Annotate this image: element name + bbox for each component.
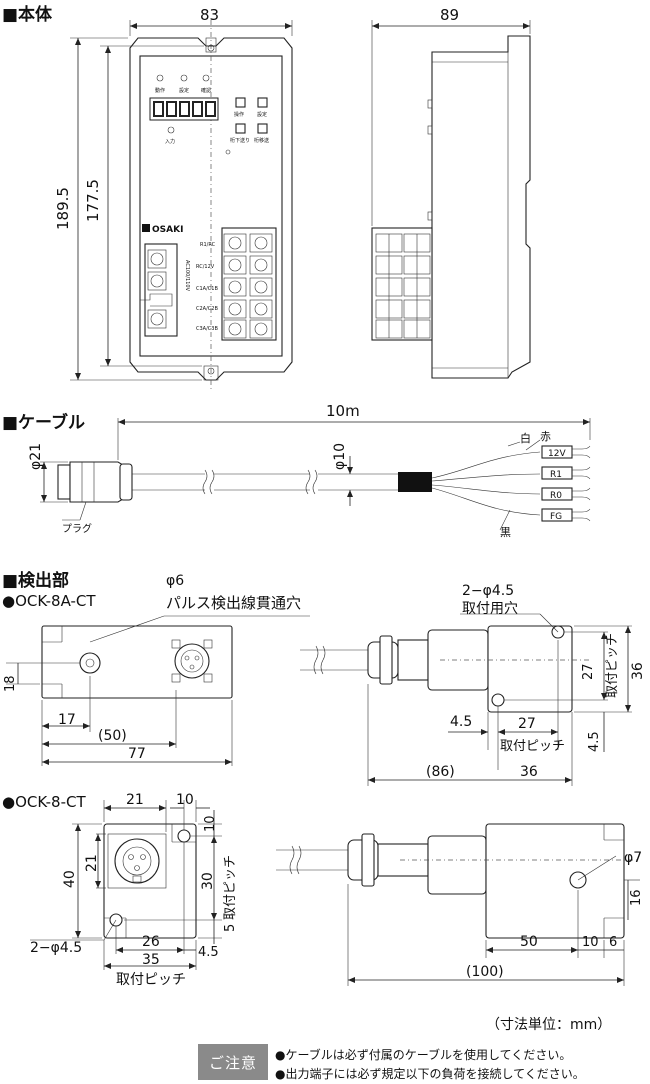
height-pitch-value: 177.5 bbox=[84, 179, 102, 222]
ock8-dim-10: 10 bbox=[176, 792, 194, 808]
ock8a-dim-18: 18 bbox=[3, 675, 18, 692]
front-buttons: 操作 設定 桁下送り 桁移送 bbox=[230, 97, 269, 144]
button-label-1: 操作 bbox=[234, 111, 244, 118]
ock8-side-dim-100: (100) bbox=[466, 964, 504, 980]
terminal-label-4: C2A/C2B bbox=[196, 306, 218, 312]
cable-diameter-value: φ10 bbox=[332, 443, 348, 470]
cable-drawing: 12V R1 R0 FG 白 赤 黒 10m φ21 φ10 プラグ bbox=[28, 402, 591, 539]
wire-terminals: 12V R1 R0 FG bbox=[541, 445, 591, 522]
wire-color-black: 黒 bbox=[500, 526, 511, 539]
plug-label: プラグ bbox=[62, 522, 92, 535]
ock8-side-dim-10: 10 bbox=[582, 935, 599, 950]
brand-logo-text: OSAKI bbox=[152, 225, 183, 235]
cable-boot bbox=[398, 472, 432, 492]
ock8-pitch-horiz: 取付ピッチ bbox=[116, 972, 186, 988]
ock-8-ct-side-view: φ7 16 50 10 6 (100) bbox=[276, 823, 644, 986]
button-label-2: 設定 bbox=[257, 111, 267, 118]
ock8-mount-hole: 2−φ4.5 bbox=[30, 940, 82, 956]
ock8-dim-26: 26 bbox=[142, 934, 160, 950]
ock8-dim-30: 30 bbox=[200, 872, 216, 890]
led-label-4: 入力 bbox=[165, 138, 175, 145]
cable-plug bbox=[69, 461, 129, 503]
height-total-value: 189.5 bbox=[54, 187, 72, 230]
cable-length-value: 10m bbox=[326, 402, 360, 420]
terminal-label-2: RC/12V bbox=[196, 264, 215, 270]
power-label: AC100/110V bbox=[184, 260, 190, 292]
left-terminal-block: AC100/110V bbox=[140, 243, 190, 337]
led-label-3: 確認 bbox=[201, 87, 211, 94]
model-ock-8-ct-label: ●OCK-8-CT bbox=[2, 793, 86, 811]
ock8-dim-21-vert: 21 bbox=[84, 854, 100, 872]
ock8-side-dim-50: 50 bbox=[520, 934, 538, 950]
hole-diameter-value: φ6 bbox=[166, 573, 184, 589]
hole-label: パルス検出線貫通穴 bbox=[166, 594, 301, 612]
ock8-dim-35: 35 bbox=[142, 952, 160, 968]
terminal-label-3: C1A/C1B bbox=[196, 286, 218, 292]
ock-8-ct-front-view: 21 10 10 30 取付ピッチ 5 40 21 2−φ4.5 bbox=[30, 792, 238, 988]
wire-label-fg: FG bbox=[550, 512, 562, 522]
ock8a-pitch-horiz: 取付ピッチ bbox=[500, 739, 565, 754]
section-body-title: ■本体 bbox=[2, 5, 53, 25]
ock8-dim-45: 4.5 bbox=[198, 945, 219, 960]
terminal-label-1: R1/RC bbox=[200, 242, 216, 248]
unit-note: （寸法単位：mm） bbox=[486, 1017, 612, 1033]
body-front-view: 動作 設定 確認 入力 操作 設定 桁下送り 桁移送 OSAKI bbox=[54, 6, 293, 390]
ock8a-pitch-vert: 取付ピッチ bbox=[605, 633, 620, 698]
ock-8a-ct-side-view: 2−φ4.5 取付用穴 27 取付ピッチ 36 4.5 4.5 27 取付ピッチ… bbox=[300, 583, 646, 786]
led-label-2: 設定 bbox=[179, 87, 189, 94]
section-cable-title: ■ケーブル bbox=[2, 413, 86, 433]
ock8a-dim-36-vert: 36 bbox=[630, 662, 646, 680]
ock8a-dim-50: (50) bbox=[98, 728, 127, 744]
wire-color-white: 白 bbox=[520, 431, 531, 445]
ock8-pitch-vert: 取付ピッチ bbox=[223, 855, 238, 920]
wire-label-r1: R1 bbox=[550, 470, 562, 480]
caution-note-2: ●出力端子には必ず規定以下の負荷を接続してください。 bbox=[275, 1067, 585, 1081]
ock8-dim-10-vert: 10 bbox=[203, 815, 218, 832]
status-leds: 動作 設定 確認 bbox=[155, 74, 211, 94]
model-ock-8a-ct-label: ●OCK-8A-CT bbox=[2, 592, 96, 610]
width-dim-value: 83 bbox=[200, 6, 219, 24]
caution-label: ご注意 bbox=[198, 1044, 268, 1080]
ock8a-mount-label: 取付用穴 bbox=[462, 601, 518, 617]
button-label-4: 桁移送 bbox=[254, 137, 269, 144]
wire-label-r0: R0 bbox=[550, 491, 562, 501]
ock8a-dim-77: 77 bbox=[128, 746, 146, 762]
ock8a-dim-27: 27 bbox=[518, 716, 536, 732]
wire-color-red: 赤 bbox=[540, 430, 551, 443]
depth-dim-value: 89 bbox=[440, 6, 459, 24]
ock8-dim-40: 40 bbox=[62, 870, 78, 888]
ock-8a-ct-front-view: φ6 パルス検出線貫通穴 18 17 (50) 77 bbox=[3, 573, 310, 766]
plug-diameter-value: φ21 bbox=[28, 443, 44, 470]
ock8a-mount-hole: 2−φ4.5 bbox=[462, 583, 514, 599]
ock8a-dim-45-vert: 4.5 bbox=[587, 731, 602, 752]
ock8a-dim-45: 4.5 bbox=[450, 714, 472, 730]
ock8-dim-21: 21 bbox=[126, 792, 144, 808]
ock8a-dim-17: 17 bbox=[58, 712, 76, 728]
segment-digits bbox=[153, 101, 216, 117]
wire-label-12v: 12V bbox=[548, 449, 566, 459]
ock8-dim-16: 16 bbox=[629, 889, 644, 906]
ock8a-dim-86: (86) bbox=[426, 764, 455, 780]
body-side-view: 89 bbox=[371, 6, 531, 379]
ock8a-dim-27-vert: 27 bbox=[581, 663, 596, 680]
caution-note-1: ●ケーブルは必ず付属のケーブルを使用してください。 bbox=[275, 1048, 572, 1062]
right-terminal-block: R1/RC RC/12V C1A/C1B C2A/C2B C3A/C3B bbox=[196, 227, 277, 341]
ock8-dim-7: φ7 bbox=[624, 850, 642, 866]
button-label-3: 桁下送り bbox=[230, 137, 250, 144]
side-terminal-block bbox=[371, 227, 433, 341]
terminal-label-5: C3A/C3B bbox=[196, 326, 218, 332]
caution-notes: ●ケーブルは必ず付属のケーブルを使用してください。 ●出力端子には必ず規定以下の… bbox=[275, 1046, 585, 1084]
ock8a-dim-36: 36 bbox=[520, 764, 538, 780]
ock8-dim-5: 5 bbox=[223, 924, 238, 932]
led-label-1: 動作 bbox=[155, 87, 165, 94]
section-detector-title: ■検出部 bbox=[2, 571, 70, 591]
ock8-side-dim-6: 6 bbox=[609, 935, 617, 950]
